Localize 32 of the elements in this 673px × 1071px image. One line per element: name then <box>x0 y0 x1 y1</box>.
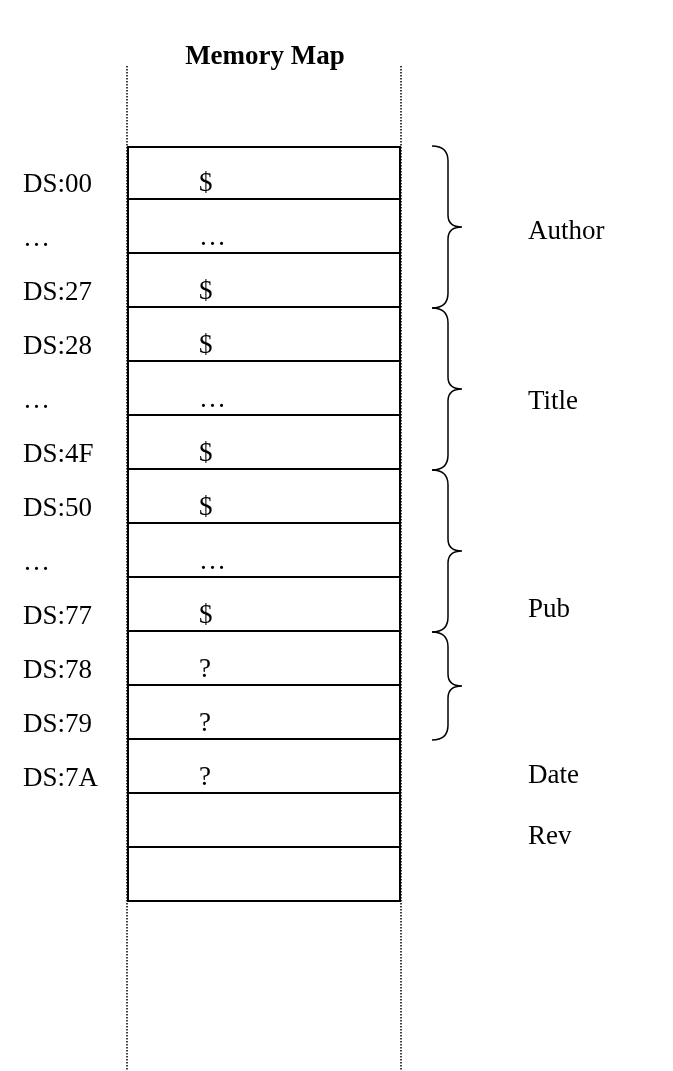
address-label: DS:78 <box>23 656 93 683</box>
memory-cell: $ <box>127 306 401 362</box>
memory-cell: $ <box>127 576 401 632</box>
address-label: DS:00 <box>23 170 93 197</box>
address-label: DS:27 <box>23 278 93 305</box>
field-label: Pub <box>528 593 571 623</box>
address-label: DS:50 <box>23 494 93 521</box>
field-label: Date <box>528 759 579 789</box>
field-label: Title <box>528 385 579 415</box>
address-label: DS:79 <box>23 710 93 737</box>
address-label: DS:28 <box>23 332 93 359</box>
field-label: Author <box>528 215 605 245</box>
address-label: DS:77 <box>23 602 93 629</box>
address-label: DS:4F <box>23 440 94 467</box>
address-label: DS:7A <box>23 764 98 791</box>
memory-cell: $ <box>127 146 401 200</box>
diagram-title: Memory Map <box>185 40 345 70</box>
memory-cell: … <box>127 522 401 578</box>
memory-cell: $ <box>127 414 401 470</box>
memory-cell: … <box>127 198 401 254</box>
memory-cell: ? <box>127 684 401 740</box>
memory-cell <box>127 846 401 902</box>
address-label: … <box>23 224 50 251</box>
address-label: … <box>23 386 50 413</box>
address-label: … <box>23 548 50 575</box>
memory-cell: $ <box>127 252 401 308</box>
memory-cell: ? <box>127 738 401 794</box>
memory-cell <box>127 792 401 848</box>
field-label: Rev <box>528 820 572 850</box>
memory-cell: ? <box>127 630 401 686</box>
memory-cell: … <box>127 360 401 416</box>
memory-cell: $ <box>127 468 401 524</box>
